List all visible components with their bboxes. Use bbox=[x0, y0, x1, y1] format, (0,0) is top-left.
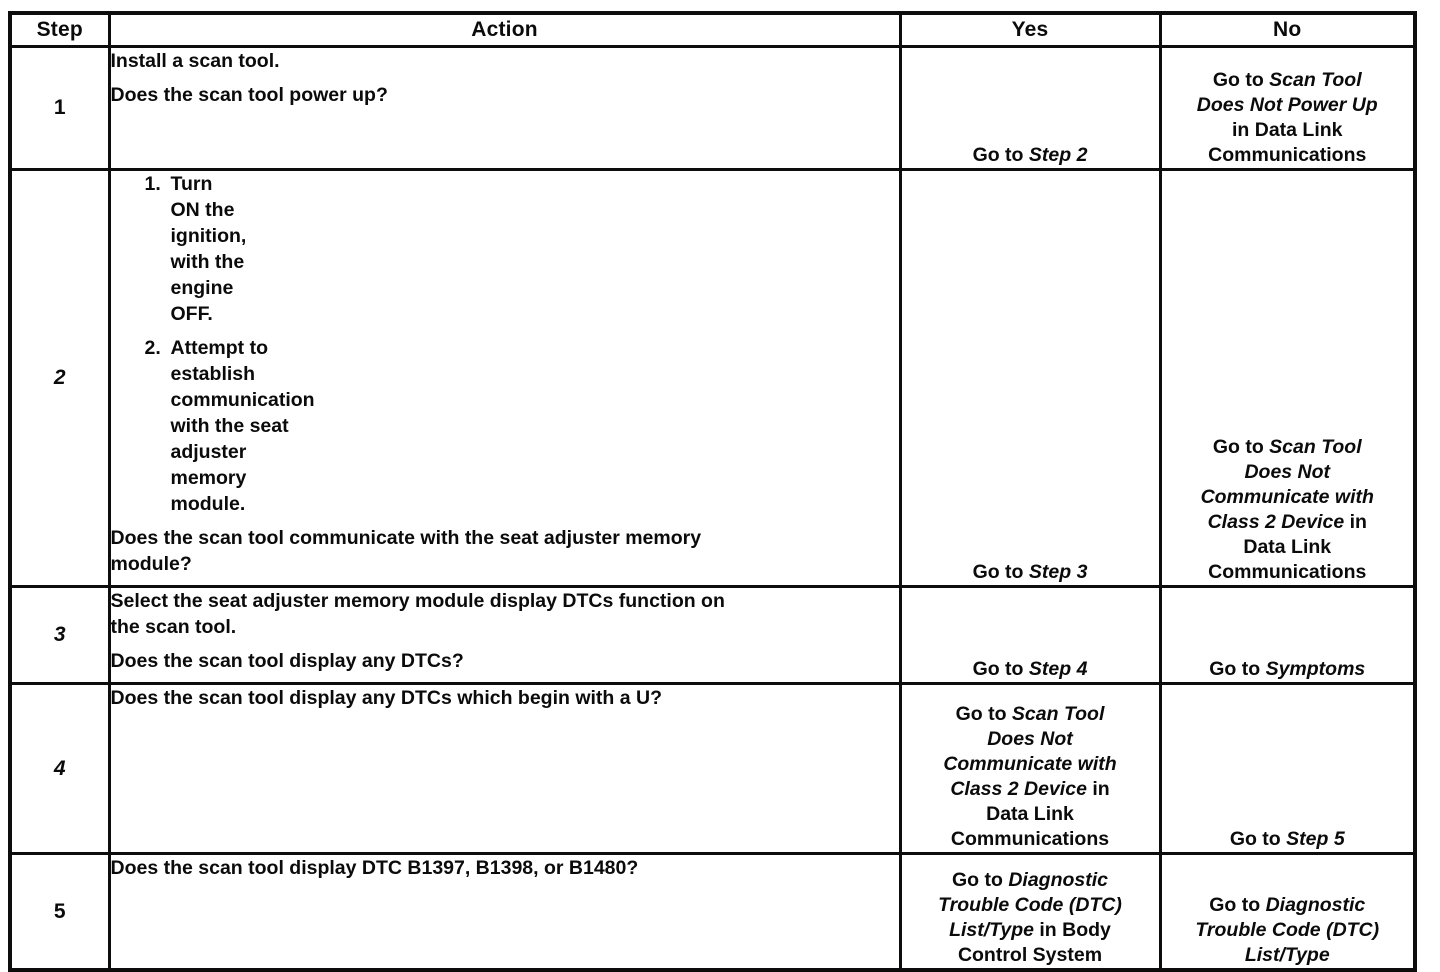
goto-line: Communicate with bbox=[1200, 486, 1374, 508]
goto-line: List/Type bbox=[1244, 944, 1330, 966]
goto-line: Go to Step 4 bbox=[972, 658, 1088, 680]
goto-line: Does Not Power Up bbox=[1196, 94, 1378, 116]
step-number: 2 bbox=[53, 366, 66, 389]
goto-line: Go to Scan Tool bbox=[1212, 69, 1362, 91]
goto-line: Data Link bbox=[986, 803, 1074, 825]
action-paragraph: Install a scan tool. bbox=[110, 50, 280, 72]
goto-line: Does Not bbox=[987, 728, 1073, 750]
yes-cell: Go to Step 4 bbox=[898, 585, 1162, 685]
table-row: 4 Does the scan tool display any DTCs whi… bbox=[8, 682, 1417, 855]
goto-line: in Data Link bbox=[1231, 119, 1343, 141]
goto-line: Communications bbox=[1208, 561, 1367, 583]
goto-line: Communications bbox=[1208, 144, 1367, 166]
goto-line: Go to Diagnostic bbox=[951, 869, 1108, 891]
table-row: 1 Install a scan tool. Does the scan tool … bbox=[8, 45, 1417, 171]
action-paragraph: Does the scan tool display any DTCs whic… bbox=[110, 687, 663, 709]
goto-line: List/Type in Body bbox=[949, 919, 1111, 941]
step-number: 3 bbox=[53, 623, 66, 646]
goto-line: Go to Step 2 bbox=[972, 144, 1088, 166]
goto-line: Communications bbox=[950, 828, 1110, 850]
goto-line: Does Not bbox=[1244, 461, 1331, 483]
column-header-no: No bbox=[1158, 11, 1417, 48]
goto-line: Go to Scan Tool bbox=[955, 703, 1105, 725]
action-cell: 1.Turn ON the ignition, with the engine … bbox=[107, 168, 902, 588]
action-list-item: 1.Turn ON the ignition, with the engine … bbox=[144, 173, 247, 325]
step-cell: 5 bbox=[8, 852, 111, 972]
no-cell: Go to Symptoms bbox=[1158, 585, 1417, 685]
yes-cell: Go to Step 2 bbox=[898, 45, 1162, 171]
step-cell: 2 bbox=[8, 168, 111, 588]
goto-line: Go to Scan Tool bbox=[1212, 436, 1362, 458]
goto-line: Go to Symptoms bbox=[1209, 658, 1366, 680]
list-number: 2. bbox=[144, 337, 161, 359]
step-cell: 4 bbox=[8, 682, 111, 855]
step-number: 4 bbox=[53, 756, 66, 780]
goto-line: Trouble Code (DTC) bbox=[1195, 919, 1380, 941]
goto-line: Control System bbox=[957, 944, 1103, 966]
column-header-step: Step bbox=[8, 11, 111, 48]
step-cell: 3 bbox=[8, 585, 111, 685]
goto-line: Go to Diagnostic bbox=[1209, 894, 1366, 916]
action-cell: Does the scan tool display DTC B1397, B1… bbox=[107, 852, 902, 972]
action-paragraph: Does the scan tool power up? bbox=[110, 84, 388, 106]
goto-line: Data Link bbox=[1243, 536, 1332, 558]
no-cell: Go to Step 5 bbox=[1158, 682, 1417, 855]
step-cell: 1 bbox=[8, 45, 111, 171]
step-number: 1 bbox=[53, 96, 66, 119]
goto-line: Class 2 Device in bbox=[950, 778, 1110, 800]
goto-line: Class 2 Device in bbox=[1207, 511, 1367, 533]
yes-cell: Go to Step 3 bbox=[898, 168, 1162, 588]
action-cell: Install a scan tool. Does the scan tool p… bbox=[107, 45, 902, 171]
goto-line: Trouble Code (DTC) bbox=[938, 894, 1122, 916]
action-paragraph: Does the scan tool communicate with the … bbox=[110, 527, 702, 575]
column-header-action: Action bbox=[107, 11, 902, 48]
column-header-yes: Yes bbox=[898, 11, 1162, 48]
action-paragraph: Does the scan tool display DTC B1397, B1… bbox=[110, 857, 639, 879]
table-row: 3 Select the seat adjuster memory module … bbox=[8, 585, 1417, 685]
action-list-item: 2.Attempt to establish communication wit… bbox=[144, 337, 315, 515]
goto-line: Go to Step 5 bbox=[1229, 828, 1345, 850]
table-row: 5 Does the scan tool display DTC B1397, B… bbox=[8, 852, 1417, 972]
action-paragraph: Select the seat adjuster memory module d… bbox=[110, 590, 725, 638]
goto-line: Go to Step 3 bbox=[972, 561, 1088, 583]
table-row: 2 1.Turn ON the ignition, with the engine… bbox=[8, 168, 1417, 588]
goto-line: Communicate with bbox=[943, 753, 1117, 775]
step-number: 5 bbox=[53, 899, 66, 923]
action-paragraph: Does the scan tool display any DTCs? bbox=[110, 650, 464, 672]
table-body: 1 Install a scan tool. Does the scan tool … bbox=[8, 45, 1417, 972]
action-cell: Select the seat adjuster memory module d… bbox=[107, 585, 902, 685]
list-number: 1. bbox=[144, 173, 161, 195]
action-cell: Does the scan tool display any DTCs whic… bbox=[107, 682, 902, 855]
